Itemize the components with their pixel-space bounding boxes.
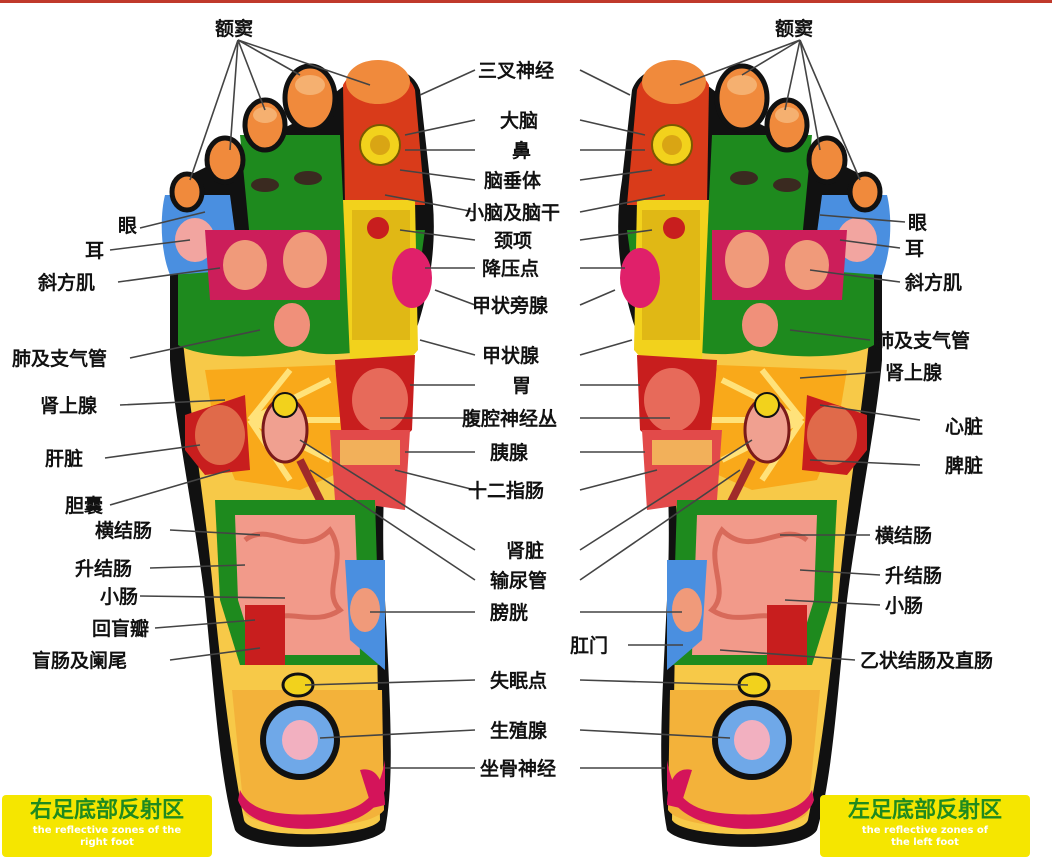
- label-frontal-sinus-left: 额窦: [775, 18, 813, 40]
- label-pituitary: 脑垂体: [484, 170, 541, 192]
- label-thyroid: 甲状腺: [482, 345, 539, 367]
- label-lung-left: 肺及支气管: [875, 330, 970, 352]
- label-small-intestine-left: 小肠: [885, 595, 923, 617]
- caption-left-foot-en1: the reflective zones of: [820, 825, 1030, 837]
- label-trigeminal: 三叉神经: [478, 60, 554, 82]
- label-nose: 鼻: [512, 140, 531, 162]
- label-brain: 大脑: [500, 110, 538, 132]
- caption-right-foot-en1: the reflective zones of the: [2, 825, 212, 837]
- label-insomnia: 失眠点: [490, 670, 547, 692]
- label-neck: 颈项: [494, 230, 532, 252]
- label-ureter: 输尿管: [490, 570, 547, 592]
- label-pancreas: 胰腺: [490, 442, 528, 464]
- label-trapezius-right: 斜方肌: [38, 272, 95, 294]
- label-spleen: 脾脏: [945, 455, 983, 477]
- label-anus: 肛门: [570, 635, 608, 657]
- label-ear-left: 耳: [905, 238, 924, 260]
- right-foot: [162, 60, 434, 847]
- label-sciatic: 坐骨神经: [480, 758, 556, 780]
- left-foot: [618, 60, 890, 847]
- label-duodenum: 十二指肠: [468, 480, 544, 502]
- caption-right-foot-cn: 右足底部反射区: [2, 797, 212, 825]
- label-bladder: 膀胱: [490, 602, 528, 624]
- label-gonad: 生殖腺: [490, 720, 547, 742]
- label-ileocecal-valve: 回盲瓣: [92, 618, 149, 640]
- label-ascending-colon-right: 升结肠: [75, 558, 132, 580]
- label-trapezius-left: 斜方肌: [905, 272, 962, 294]
- caption-right-foot: 右足底部反射区 the reflective zones of the righ…: [2, 795, 212, 857]
- label-sigmoid-rectum: 乙状结肠及直肠: [860, 650, 993, 672]
- label-heart: 心脏: [945, 416, 983, 438]
- label-ear-right: 耳: [85, 240, 104, 262]
- label-eye-right: 眼: [118, 215, 137, 237]
- caption-left-foot: 左足底部反射区 the reflective zones of the left…: [820, 795, 1030, 857]
- label-adrenal-left: 肾上腺: [885, 362, 942, 384]
- label-ascending-colon-left: 升结肠: [885, 565, 942, 587]
- label-eye-left: 眼: [908, 212, 927, 234]
- label-transverse-colon-left: 横结肠: [875, 525, 932, 547]
- label-stomach: 胃: [512, 375, 531, 397]
- label-bp-point: 降压点: [482, 258, 539, 280]
- label-gallbladder: 胆囊: [65, 495, 103, 517]
- caption-left-foot-en2: the left foot: [820, 837, 1030, 849]
- label-solar-plexus: 腹腔神经丛: [462, 408, 557, 430]
- label-adrenal-right: 肾上腺: [40, 395, 97, 417]
- label-transverse-colon-right: 横结肠: [95, 520, 152, 542]
- label-kidney: 肾脏: [506, 540, 544, 562]
- label-frontal-sinus-right: 额窦: [215, 18, 253, 40]
- label-cerebellum: 小脑及脑干: [465, 202, 560, 224]
- caption-right-foot-en2: right foot: [2, 837, 212, 849]
- label-cecum-appendix: 盲肠及阑尾: [32, 650, 127, 672]
- caption-left-foot-cn: 左足底部反射区: [820, 797, 1030, 825]
- label-small-intestine-right: 小肠: [100, 586, 138, 608]
- label-lung-right: 肺及支气管: [12, 348, 107, 370]
- label-parathyroid: 甲状旁腺: [472, 295, 548, 317]
- label-liver: 肝脏: [45, 448, 83, 470]
